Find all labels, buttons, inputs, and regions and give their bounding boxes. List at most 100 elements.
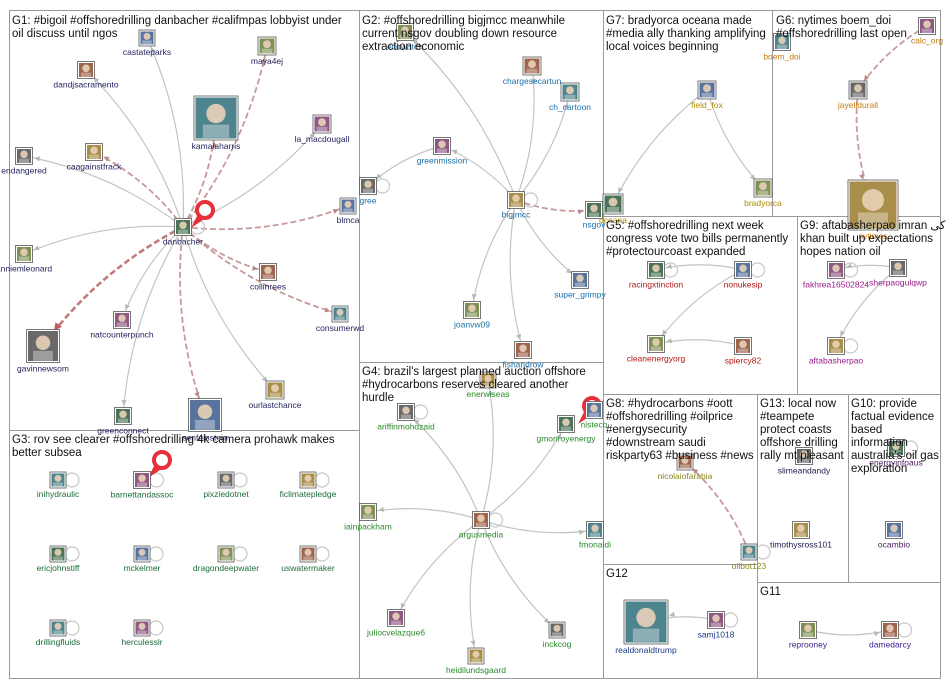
node-herculesslr[interactable]: herculesslr bbox=[121, 619, 163, 647]
node-avatar-body bbox=[18, 158, 30, 164]
group-title-g5-line: #protectourcoast expanded bbox=[606, 246, 745, 258]
node-ecowatch[interactable]: ecowatch bbox=[387, 23, 423, 52]
node-oceana[interactable]: oceana bbox=[599, 193, 627, 225]
node-caagainstfrack[interactable]: caagainstfrack bbox=[67, 143, 123, 172]
node-spiercy82[interactable]: spiercy82 bbox=[725, 337, 762, 366]
node-calc_org[interactable]: calc_org bbox=[911, 17, 943, 46]
node-endangered[interactable]: endangered bbox=[1, 147, 47, 176]
node-super_grimpy[interactable]: super_grimpy bbox=[554, 271, 606, 300]
node-mckelmer[interactable]: mckelmer bbox=[124, 545, 161, 573]
edge-arrowhead bbox=[53, 322, 62, 332]
node-oilbot123[interactable]: oilbot123 bbox=[732, 543, 767, 571]
node-ariffinmohdzaid[interactable]: ariffinmohdzaid bbox=[377, 403, 435, 432]
node-juliocvelazque6[interactable]: juliocvelazque6 bbox=[366, 609, 425, 638]
node-label: anniemleonard bbox=[0, 264, 52, 274]
node-field_fox[interactable]: field_fox bbox=[691, 80, 724, 110]
node-enerwiseo[interactable]: enerwiseas bbox=[467, 371, 510, 399]
node-gree[interactable]: gree bbox=[359, 177, 377, 206]
node-gavinnewsom[interactable]: gavinnewsom bbox=[17, 329, 69, 374]
node-consumerwd[interactable]: consumerwd bbox=[316, 305, 364, 333]
edge-arrowhead bbox=[618, 187, 623, 194]
node-pixziedotnet[interactable]: pixziedotnet bbox=[203, 471, 249, 499]
node-castateparks[interactable]: castateparks bbox=[123, 29, 171, 57]
node-blmca[interactable]: blmca bbox=[337, 197, 360, 225]
edge-arrowhead bbox=[375, 173, 382, 179]
node-inihydraulic[interactable]: inihydraulic bbox=[37, 471, 80, 499]
node-uswatermaker[interactable]: uswatermaker bbox=[281, 545, 335, 573]
node-slimeandandy[interactable]: slimeandandy bbox=[778, 447, 831, 476]
node-reprooney[interactable]: reprooney bbox=[789, 621, 828, 650]
node-argusmedia[interactable]: argusmedia bbox=[459, 511, 504, 540]
node-ficlimatepledge[interactable]: ficlimatepledge bbox=[280, 471, 337, 499]
node-anniemleonard[interactable]: anniemleonard bbox=[0, 245, 52, 274]
node-iainpackham[interactable]: iainpackham bbox=[344, 503, 392, 532]
node-nsgov[interactable]: nsgov bbox=[583, 201, 606, 230]
node-collinrees[interactable]: collinrees bbox=[250, 263, 286, 292]
node-barnettandassoc[interactable]: barnettandassoc bbox=[111, 471, 175, 500]
group-title-g8-line: #downstream saudi bbox=[606, 437, 706, 449]
node-label: damedarcy bbox=[869, 640, 912, 650]
node-racingxtinction[interactable]: racingxtinction bbox=[629, 261, 684, 290]
node-inckcog[interactable]: inckcog bbox=[543, 621, 572, 649]
node-la_macdougall[interactable]: la_macdougall bbox=[295, 114, 350, 144]
group-title-g13-line: rally mt pleasant bbox=[760, 450, 845, 462]
node-label: calc_org bbox=[911, 36, 943, 46]
node-avatar-face bbox=[54, 548, 62, 556]
node-kamalaharris[interactable]: kamalaharris bbox=[192, 95, 241, 151]
node-bradyorca[interactable]: bradyorca bbox=[744, 178, 782, 208]
node-senfeinstein[interactable]: senfeinstein bbox=[182, 398, 228, 443]
node-aftabasherpao[interactable]: aftabasherpao bbox=[809, 337, 864, 366]
node-ericjohnstiff[interactable]: ericjohnstiff bbox=[37, 545, 80, 573]
node-greenmission[interactable]: greenmission bbox=[417, 137, 468, 166]
node-nicolaiofarabia[interactable]: nicolaiofarabia bbox=[658, 453, 713, 481]
node-realdonaldtrump[interactable]: realdonaldtrump bbox=[615, 599, 677, 655]
node-jayelldurall[interactable]: jayelldurall bbox=[837, 80, 878, 110]
node-avatar-body bbox=[852, 92, 864, 99]
node-chargesecartun[interactable]: chargesecartun bbox=[503, 56, 562, 86]
node-boem_doi[interactable]: boem_doi bbox=[763, 33, 801, 62]
node-joanvw09[interactable]: joanvw09 bbox=[453, 301, 490, 330]
node-ocambio[interactable]: ocambio bbox=[878, 521, 910, 550]
node-drillingfluids[interactable]: drillingfluids bbox=[36, 619, 80, 647]
node-natcounterpunch[interactable]: natcounterpunch bbox=[90, 311, 154, 340]
node-fmonaldi[interactable]: fmonaldi bbox=[579, 521, 611, 550]
node-label: reprooney bbox=[789, 640, 828, 650]
node-nytimes[interactable]: nytimes bbox=[847, 179, 899, 241]
node-nisteco[interactable]: nisteco bbox=[581, 401, 608, 430]
node-avatar-face bbox=[35, 335, 51, 350]
node-label: inihydraulic bbox=[37, 489, 80, 499]
node-avatar-face bbox=[590, 404, 598, 413]
node-danbacher[interactable]: danbacher bbox=[163, 218, 203, 247]
node-avatar-face bbox=[590, 204, 598, 213]
node-maya4ej[interactable]: maya4ej bbox=[251, 36, 283, 66]
group-title-g10-line: information bbox=[851, 437, 908, 449]
node-nonukesip[interactable]: nonukesip bbox=[724, 261, 763, 290]
node-ch_cartoon[interactable]: ch_cartoon bbox=[549, 82, 591, 112]
node-sherpaogulqwp[interactable]: sherpaogulqwp bbox=[869, 259, 927, 288]
edge-danbacher-consumerwd bbox=[182, 226, 341, 315]
node-timothysross101[interactable]: timothysross101 bbox=[770, 521, 832, 550]
node-avatar-face bbox=[143, 32, 151, 40]
node-energyaus[interactable]: energyinfoaus bbox=[869, 439, 923, 468]
node-samj1018[interactable]: samj1018 bbox=[698, 611, 735, 640]
node-heidilundsgaard[interactable]: heidilundsgaard bbox=[446, 647, 506, 675]
node-label: realdonaldtrump bbox=[615, 645, 677, 655]
node-cleanenergyorg[interactable]: cleanenergyorg bbox=[627, 335, 686, 364]
node-greenconnect[interactable]: greenconnect bbox=[97, 407, 149, 436]
node-dandjsacramento[interactable]: dandjsacramento bbox=[53, 61, 119, 90]
nodes-layer: castateparks maya4ej dandjsacramento kamala… bbox=[0, 17, 943, 675]
node-dragondeepwater[interactable]: dragondeepwater bbox=[193, 545, 259, 573]
node-label: bigjmcc bbox=[502, 210, 532, 220]
node-bigjmcc[interactable]: bigjmcc bbox=[502, 191, 532, 220]
node-gmonroyenergy[interactable]: gmonroyenergy bbox=[536, 415, 596, 444]
group-title-g2-line: G2: #offshoredrilling bigjmcc meanwhile bbox=[362, 15, 565, 27]
node-label: chargesecartun bbox=[503, 76, 562, 86]
edge-arrowhead bbox=[749, 174, 756, 180]
node-fakhrea[interactable]: fakhrea16502824 bbox=[803, 261, 869, 290]
edge-arrowhead bbox=[33, 245, 40, 251]
edge-bigjmcc-nsgov bbox=[515, 199, 595, 212]
edge-arrowhead bbox=[470, 640, 476, 647]
node-damedarcy[interactable]: damedarcy bbox=[869, 621, 912, 650]
node-ourlastchance[interactable]: ourlastchance bbox=[249, 380, 302, 410]
node-fishandrow[interactable]: fishandrow bbox=[502, 341, 544, 370]
